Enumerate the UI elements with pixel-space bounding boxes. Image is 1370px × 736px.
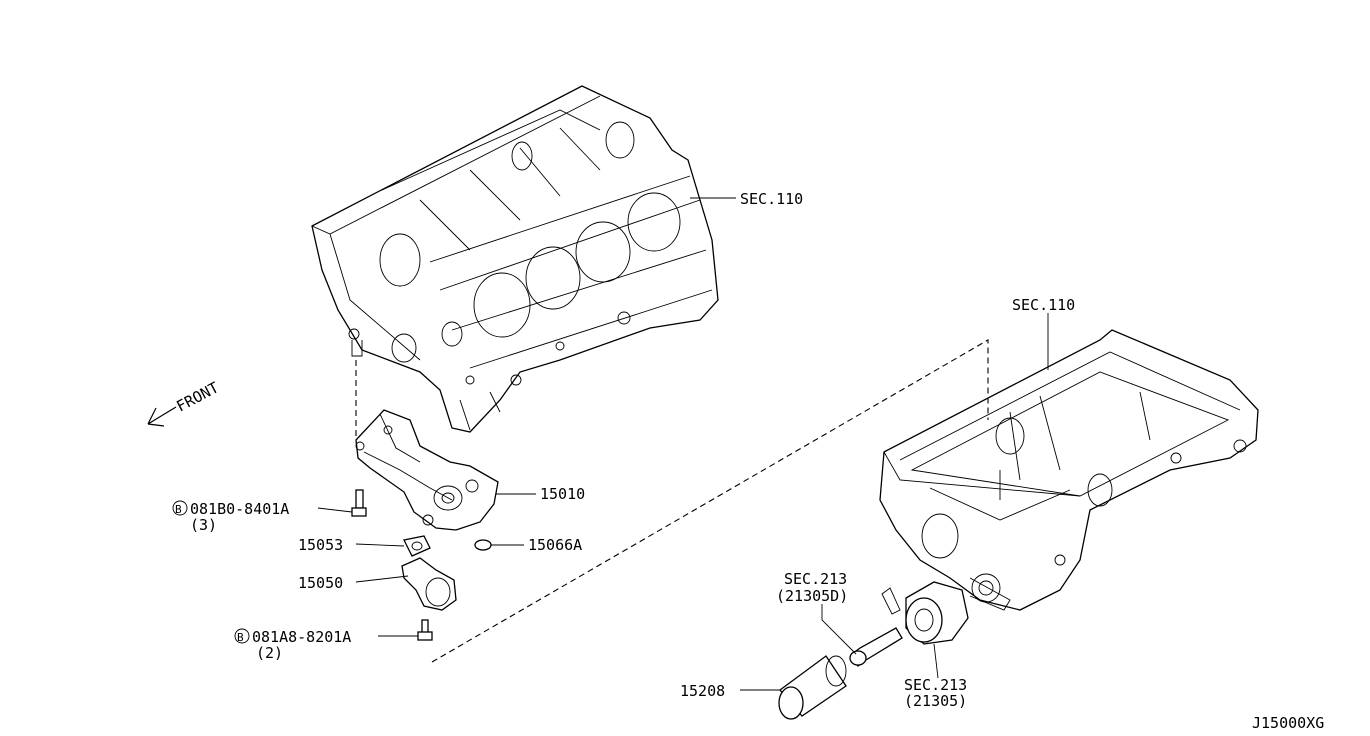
sec213-a-label: SEC.213 [784,570,847,588]
sec213-b-sub-label: (21305) [904,692,967,710]
diagram-id-label: J15000XG [1252,714,1324,732]
bolt-081b0-qty: (3) [190,516,217,534]
bolt-081b0-callout: B 081B0-8401A (3) [172,500,289,534]
cylinder-block-illustration [311,85,719,433]
bolt-symbol-b1: B [175,503,182,516]
oil-filter-15208-illustration [778,655,847,720]
front-arrow-icon [147,406,177,427]
leader-lines [317,197,1049,691]
alignment-lines [355,339,989,663]
oil-pan-illustration [879,329,1259,611]
bolt-symbol-icon [234,628,250,644]
sec110-pan-label: SEC.110 [1012,296,1075,314]
sec213-a-sub-label: (21305D) [776,587,848,605]
front-label: FRONT [173,378,221,415]
front-direction-indicator: FRONT [147,378,222,427]
bolt-081a8-callout: B 081A8-8201A (2) [234,628,351,662]
part-15053-label: 15053 [298,536,343,554]
sec213-b-label: SEC.213 [904,676,967,694]
oil-cooler-21305-illustration [905,581,969,645]
bolt-symbol-icon [172,500,188,516]
part-15208-label: 15208 [680,682,725,700]
part-15066a-label: 15066A [528,536,582,554]
o-ring-15066a-illustration [474,539,492,551]
gasket-15053-illustration [403,535,431,557]
oil-pump-illustration [355,409,499,531]
connector-21305d-illustration [849,587,903,667]
bolt-symbol-b2: B [237,631,244,644]
strainer-15050-illustration [401,557,457,611]
bolt-081b0-label: 081B0-8401A [190,500,289,518]
bolt-081a8-label: 081A8-8201A [252,628,351,646]
sec110-block-label: SEC.110 [740,190,803,208]
bolt-081a8-illustration [417,619,433,641]
part-15010-label: 15010 [540,485,585,503]
bolt-081a8-qty: (2) [256,644,283,662]
part-15050-label: 15050 [298,574,343,592]
bolt-081b0-illustration [351,489,367,517]
